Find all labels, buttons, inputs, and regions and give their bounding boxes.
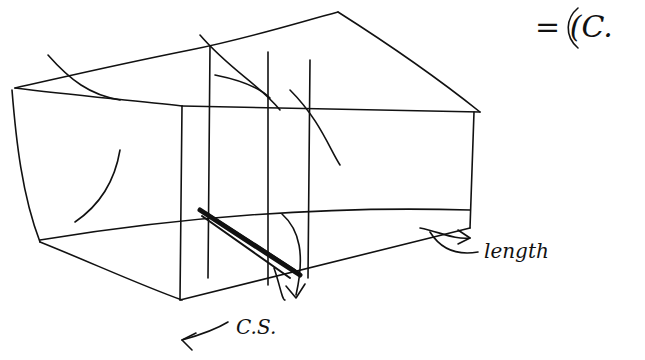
arrow-head [286, 284, 305, 298]
box-edge [48, 55, 120, 100]
box-edge [180, 106, 182, 300]
box-edge [40, 209, 470, 240]
box-edge [75, 150, 120, 222]
box-edge [338, 12, 480, 112]
leader-line [430, 232, 478, 253]
equation-fragment: = (C. [535, 10, 613, 43]
cross-section [200, 210, 300, 275]
section-edge [215, 75, 270, 98]
box-edge [182, 106, 480, 112]
section-edge [208, 46, 210, 278]
box-edge [12, 90, 40, 242]
leader-line [274, 268, 285, 300]
arrow-head [182, 333, 196, 350]
section-edge [267, 52, 269, 285]
leader-line [282, 214, 300, 295]
dimension-label: length [484, 240, 549, 262]
box-edge [15, 12, 338, 88]
box-edge [15, 88, 182, 106]
cross-section [202, 212, 295, 278]
section-edge [308, 60, 310, 278]
box-edge [470, 112, 474, 228]
box-edge [180, 228, 470, 300]
box-edge [290, 90, 340, 165]
part-label: C.S. [236, 316, 276, 338]
box-edge [40, 242, 182, 300]
arrow-head [458, 230, 470, 244]
